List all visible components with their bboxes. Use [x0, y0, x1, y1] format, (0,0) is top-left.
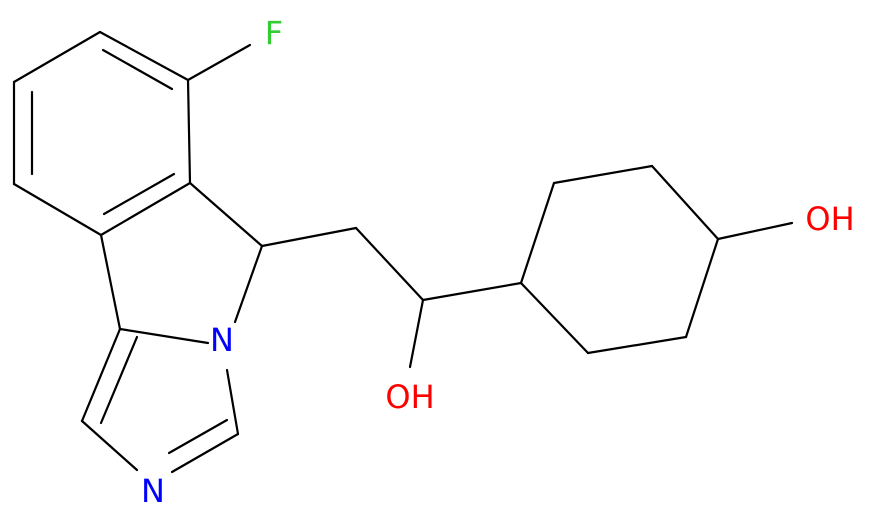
pyrrole-ring [99, 181, 264, 345]
bond [684, 237, 720, 339]
bond [118, 327, 210, 345]
bond [186, 43, 252, 82]
bond [80, 327, 122, 423]
imine-nitrogen-label: N [141, 472, 165, 510]
side-chain-hydroxyl-label: OH [385, 378, 434, 416]
bond [99, 233, 122, 331]
double-bond-inner [102, 172, 176, 216]
bond [80, 419, 139, 472]
double-bond-inner [101, 48, 174, 91]
bond [12, 30, 102, 84]
bond [421, 281, 523, 302]
benzene-ring [12, 30, 192, 237]
side-chain [260, 226, 523, 369]
bond [12, 182, 103, 237]
bond [519, 281, 590, 355]
imidazole-ring [80, 327, 240, 474]
bond [225, 368, 240, 436]
bond [650, 164, 720, 241]
bond [354, 226, 425, 302]
bond [519, 181, 556, 285]
bond [260, 226, 358, 248]
bond [170, 432, 240, 474]
bond [408, 298, 425, 369]
ring-nitrogen-label: N [210, 321, 234, 359]
double-bond-inner [99, 335, 139, 425]
bond [552, 164, 654, 185]
cyclohexyl-hydroxyl-label: OH [805, 200, 854, 238]
bond [716, 221, 794, 241]
bond [586, 335, 688, 355]
bond [186, 78, 192, 185]
double-bond-inner [167, 418, 229, 455]
bond [98, 30, 190, 82]
bond [233, 244, 264, 324]
bond [99, 181, 192, 237]
cyclohexane-ring [519, 164, 794, 355]
bond [188, 181, 264, 248]
fluorine-label: F [265, 14, 283, 52]
